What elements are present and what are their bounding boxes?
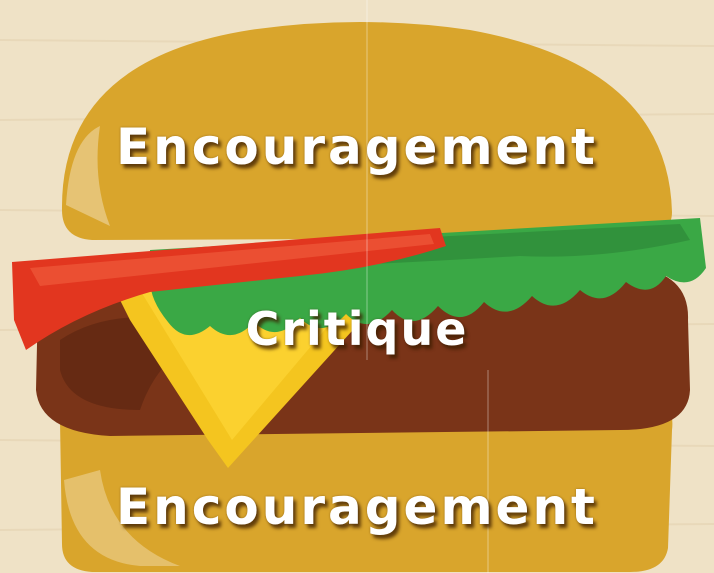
bottom-bun-label: Encouragement xyxy=(116,478,598,536)
top-bun-label: Encouragement xyxy=(116,118,598,176)
filling-label: Critique xyxy=(245,302,469,356)
top-bun xyxy=(61,22,672,240)
tomato xyxy=(12,228,446,350)
